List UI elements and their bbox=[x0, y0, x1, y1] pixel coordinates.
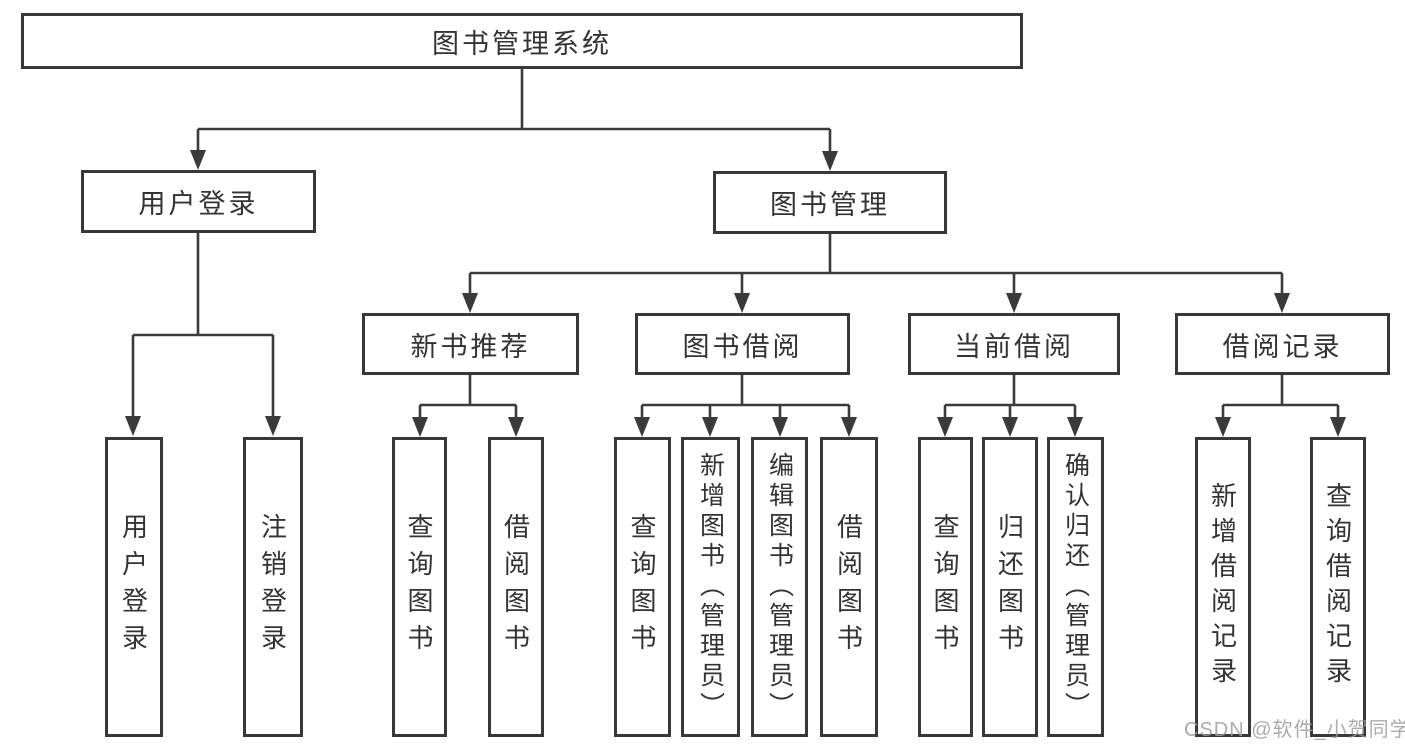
leaf-label: 新增借阅记录 bbox=[1207, 482, 1238, 692]
leaf-label: 归还图书 bbox=[994, 513, 1025, 661]
leaf-label: 查询图书 bbox=[404, 513, 434, 661]
node-library-system: 图书管理系统 bbox=[21, 13, 1023, 69]
leaf-label: 注销登录 bbox=[257, 513, 288, 661]
node-current-borrow: 当前借阅 bbox=[908, 313, 1120, 375]
leaf-label: 用户登录 bbox=[118, 513, 149, 661]
leaf-label: 查询借阅记录 bbox=[1322, 482, 1353, 692]
leaf-label: 借阅图书 bbox=[500, 513, 531, 661]
csdn-watermark: CSDN @软件_小贺同学 bbox=[1184, 719, 1405, 741]
leaf-label: 查询图书 bbox=[627, 513, 657, 661]
node-book-borrow: 图书借阅 bbox=[635, 313, 850, 375]
leaf-label: 查询图书 bbox=[930, 513, 960, 661]
leaf-user-login: 用户登录 bbox=[105, 437, 163, 737]
leaf-query-books-borrow: 查询图书 bbox=[614, 437, 671, 737]
leaf-borrow-books-recommend: 借阅图书 bbox=[488, 437, 544, 737]
connector-paths bbox=[131, 69, 1340, 422]
node-user-login: 用户登录 bbox=[81, 170, 316, 233]
leaf-add-borrow-record: 新增借阅记录 bbox=[1195, 437, 1251, 737]
leaf-edit-book-admin: 编辑图书（管理员） bbox=[751, 437, 808, 737]
node-book-management: 图书管理 bbox=[713, 171, 947, 234]
leaf-label: 新增图书（管理员） bbox=[696, 452, 725, 722]
leaf-add-book-admin: 新增图书（管理员） bbox=[681, 437, 740, 737]
leaf-query-books-current: 查询图书 bbox=[918, 437, 973, 737]
leaf-query-books-recommend: 查询图书 bbox=[392, 437, 447, 737]
leaf-return-book: 归还图书 bbox=[982, 437, 1038, 737]
leaf-label: 借阅图书 bbox=[833, 513, 864, 661]
leaf-label: 编辑图书（管理员） bbox=[765, 452, 794, 722]
leaf-borrow-books: 借阅图书 bbox=[820, 437, 878, 737]
leaf-confirm-return-admin: 确认归还（管理员） bbox=[1047, 437, 1104, 737]
leaf-query-borrow-record: 查询借阅记录 bbox=[1310, 437, 1366, 737]
node-borrow-records: 借阅记录 bbox=[1175, 313, 1390, 375]
arrowheads bbox=[125, 150, 1346, 437]
leaf-label: 确认归还（管理员） bbox=[1061, 452, 1090, 722]
node-new-book-recommend: 新书推荐 bbox=[362, 313, 579, 375]
leaf-logout: 注销登录 bbox=[243, 437, 303, 737]
